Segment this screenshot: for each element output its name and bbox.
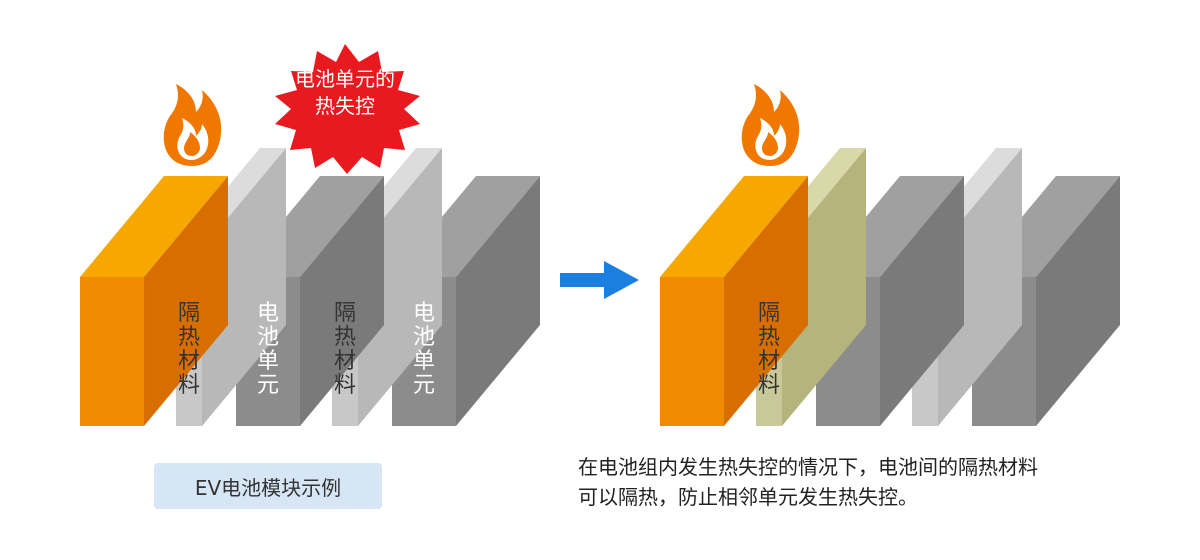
description-line-1: 在电池组内发生热失控的情况下，电池间的隔热材料 xyxy=(578,455,1038,479)
burst-label: 电池单元的 热失控 xyxy=(265,66,425,120)
thermal-runaway-burst xyxy=(275,44,420,174)
burst-line-1: 电池单元的 xyxy=(295,67,395,91)
left-hot-cell xyxy=(80,176,228,426)
description-line-2: 可以隔热，防止相邻单元发生热失控。 xyxy=(578,485,918,509)
right-hot-cell xyxy=(660,176,808,426)
module-caption-box: EV电池模块示例 xyxy=(154,463,382,509)
cell-label: 电池单元 xyxy=(256,301,279,398)
module-caption: EV电池模块示例 xyxy=(194,475,342,500)
insulation-label: 隔热材料 xyxy=(333,301,356,398)
insulation-label: 隔热材料 xyxy=(177,301,200,398)
cell-label: 电池单元 xyxy=(412,301,435,398)
arrow-right-icon xyxy=(560,261,639,299)
insulation-label-heated: 隔热材料 xyxy=(757,301,780,398)
burst-line-2: 热失控 xyxy=(315,94,375,118)
flame-icon xyxy=(741,84,800,166)
flame-icon xyxy=(163,84,222,166)
description-text: 在电池组内发生热失控的情况下，电池间的隔热材料 可以隔热，防止相邻单元发生热失控… xyxy=(578,452,1178,512)
